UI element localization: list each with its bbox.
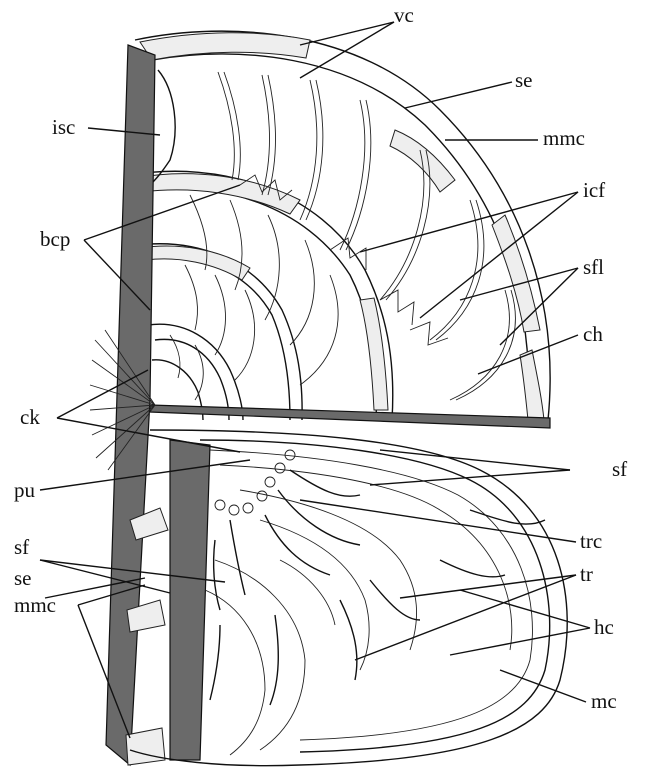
label-vc: vc xyxy=(394,3,414,27)
marginal-cord-cells xyxy=(140,33,544,420)
label-mc: mc xyxy=(591,689,617,713)
label-ch: ch xyxy=(583,322,603,346)
label-sfl: sfl xyxy=(583,255,604,279)
trabeculae xyxy=(210,470,545,705)
spiral-canal-holes xyxy=(215,450,295,515)
label-tr: tr xyxy=(580,562,593,586)
central-axis xyxy=(90,45,550,765)
label-isc: isc xyxy=(52,115,75,139)
label-bcp: bcp xyxy=(40,227,70,251)
label-ck: ck xyxy=(20,405,40,429)
label-sf-right: sf xyxy=(612,457,627,481)
label-mmc-bottom: mmc xyxy=(14,593,56,617)
label-mmc-top: mmc xyxy=(543,126,585,150)
label-se-left: se xyxy=(14,566,32,590)
label-se-top: se xyxy=(515,68,533,92)
label-sf-left: sf xyxy=(14,535,29,559)
label-pu: pu xyxy=(14,478,36,502)
septa xyxy=(170,72,515,400)
labels: vc se isc mmc icf bcp sfl ch ck sf pu tr… xyxy=(14,3,627,713)
label-icf: icf xyxy=(583,178,605,202)
upper-chambers xyxy=(130,31,550,420)
label-trc: trc xyxy=(580,529,602,553)
label-hc: hc xyxy=(594,615,614,639)
